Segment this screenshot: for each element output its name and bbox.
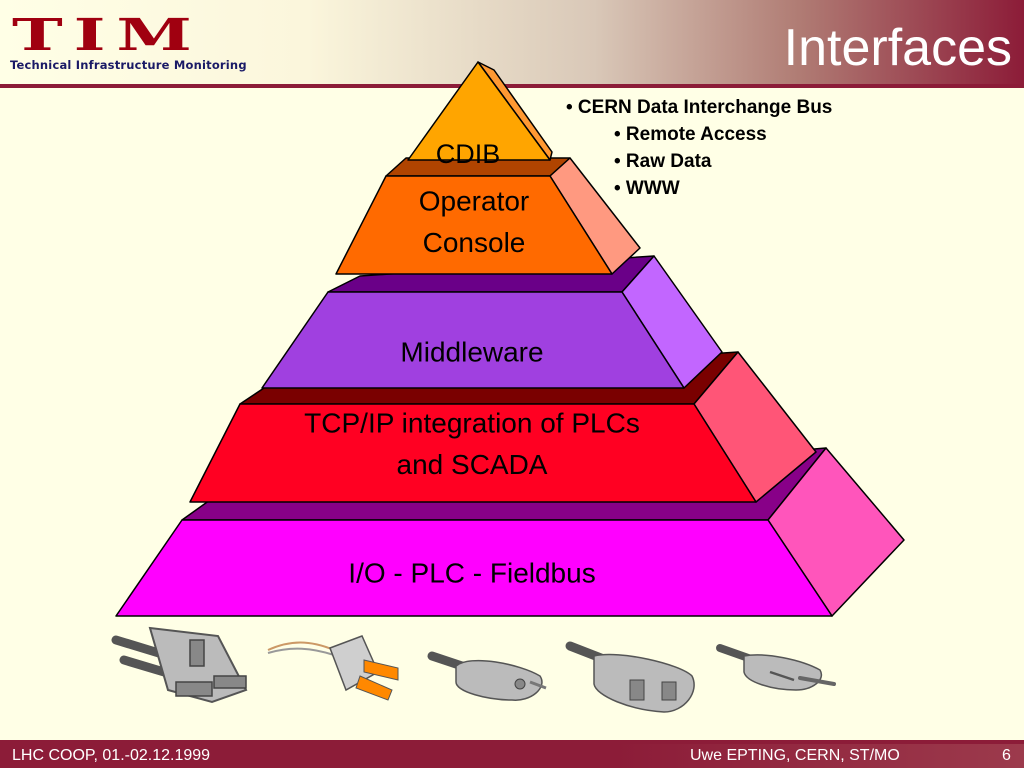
interface-bullet-list: • CERN Data Interchange Bus • Remote Acce… (566, 94, 832, 202)
header-rule (0, 84, 1024, 88)
pyramid-layer-front (115, 519, 833, 617)
pyramid-layer-label: CDIB (436, 139, 501, 169)
pyramid-layer-front (407, 61, 551, 161)
bullet-item: • CERN Data Interchange Bus (566, 97, 833, 118)
footer-author: Uwe EPTING, CERN, ST/MO (690, 747, 900, 764)
footer-event: LHC COOP, 01.-02.12.1999 (12, 747, 211, 764)
pyramid-layer-front (335, 175, 613, 275)
tim-logo: TIM (12, 10, 203, 61)
swiss-plug-icon (565, 641, 695, 713)
uk-plug-icon (111, 626, 248, 704)
pyramid-layer-label: Operator (419, 186, 530, 217)
header-bar (0, 0, 1024, 86)
pyramid-layer-label: Middleware (400, 336, 543, 367)
pyramid-layer-front (261, 291, 685, 389)
page-number: 6 (1002, 747, 1011, 764)
footer-rule (0, 740, 1024, 744)
pyramid-layer-front (189, 403, 757, 503)
logo-subtitle: Technical Infrastructure Monitoring (10, 58, 247, 72)
pyramid-layer-label: I/O - PLC - Fieldbus (348, 557, 595, 588)
bullet-item: • Remote Access (614, 124, 767, 145)
interface-pyramid: I/O - PLC - Fieldbus TCP/IP integration o… (111, 61, 905, 713)
slide-title: Interfaces (783, 19, 1012, 77)
plug-row (111, 626, 836, 713)
footer-bar: LHC COOP, 01.-02.12.1999 Uwe EPTING, CER… (0, 744, 1024, 768)
euro-plug-icon (427, 651, 547, 701)
pyramid-layer-label: and SCADA (397, 449, 548, 480)
bullet-item: • WWW (614, 178, 680, 199)
bullet-item: • Raw Data (614, 151, 712, 172)
pyramid-layer-label: Console (423, 227, 526, 258)
pyramid-layer-label: TCP/IP integration of PLCs (304, 408, 640, 439)
small-euro-plug-icon (716, 644, 836, 691)
us-plug-icon (267, 635, 399, 701)
